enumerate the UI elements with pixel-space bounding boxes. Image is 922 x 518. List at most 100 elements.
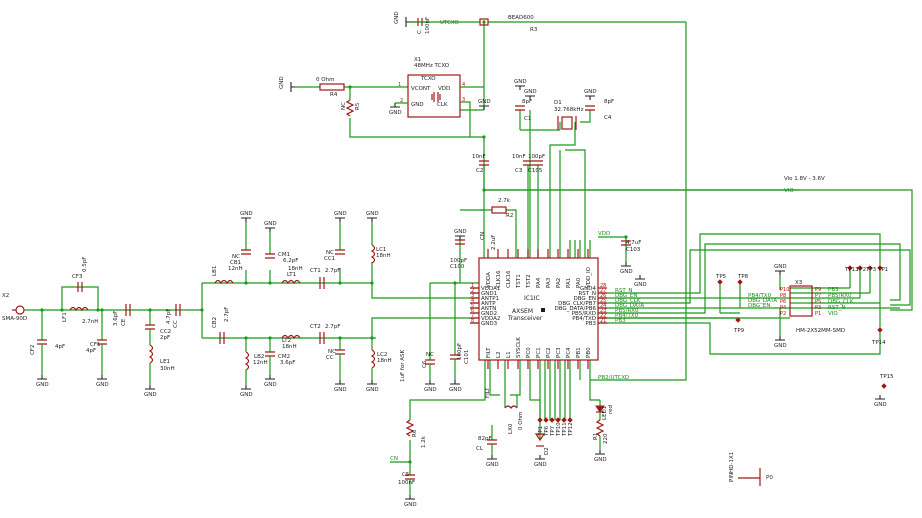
cl-value: 82pF: [478, 436, 492, 442]
net-label: RST_N: [615, 288, 633, 294]
ic-pin-name: CLK16: [496, 270, 502, 288]
ground-label: GND: [449, 387, 462, 393]
ic-pin-name: PB4/TXD: [572, 316, 596, 322]
cf1-ref: CF1: [90, 342, 101, 348]
ce-value: 3.6pF: [113, 311, 119, 326]
test-point-marker: [857, 265, 863, 271]
c6-value: NC: [426, 352, 434, 358]
ct2-value: 2.7pF: [325, 324, 340, 330]
c5-ref: C5: [402, 472, 410, 478]
c105-value: 100pF: [528, 154, 545, 160]
c1-ref: C1: [524, 116, 531, 122]
ground-symbol: GND: [478, 99, 491, 110]
x3-pin-right: P3: [815, 305, 821, 311]
lb2-ref: LB2: [254, 354, 264, 360]
c100-value: 100pF: [450, 258, 467, 264]
ic-pin-name: DBG_EN: [573, 296, 596, 302]
ground-label: GND: [279, 76, 285, 89]
test-point-marker: [877, 327, 883, 333]
ic-pin-name: PC2: [546, 347, 552, 358]
cc-nc-ref: CC: [326, 355, 334, 361]
cn-value: 2.2uF: [491, 235, 497, 250]
cc2-value: 2pF: [160, 335, 170, 341]
x3-pin-left: P2: [780, 311, 786, 317]
ground-symbol: GND: [454, 229, 467, 240]
c3-ref: C3: [515, 168, 523, 174]
ground-label: GND: [478, 99, 491, 105]
cf3-value: 0.5pF: [82, 257, 88, 272]
cb2-ref: CB2: [212, 317, 218, 328]
ground-symbol: GND: [334, 211, 347, 222]
test-point-label: TP13: [844, 267, 859, 273]
ground-label: GND: [366, 387, 379, 393]
c105-ref: C105: [528, 168, 543, 174]
x3-pin-net: DBG_CLK: [828, 299, 854, 305]
ground-symbol: GND: [584, 89, 597, 100]
ic-pin-number: 25: [600, 298, 606, 304]
ic-pin-name: PC1: [536, 347, 542, 358]
ic-pin-name: VDD_IO: [586, 266, 592, 288]
ground-label: GND: [36, 382, 49, 388]
r3-value: BEAD600: [508, 15, 534, 21]
ground-label: GND: [264, 221, 277, 227]
lt2-value: 18nH: [282, 344, 297, 350]
bottom-section: FILT LX0 0 Ohm R6 1.2k C5 100nF CN 82pF …: [390, 387, 773, 495]
d1-value: 32.768kHz: [554, 107, 584, 113]
ask-note: 1uF for ASK: [400, 350, 406, 382]
r4-ref: R4: [330, 92, 338, 98]
ic-pin-name: ANTP1: [481, 296, 499, 302]
lx0-value: 0 Ohm: [518, 412, 524, 430]
ic-pin1-marker: [541, 308, 545, 312]
cn-ref: CN: [480, 232, 486, 240]
cc-value: 4.7pF: [166, 309, 172, 324]
ground-symbol: GND: [389, 103, 402, 116]
p0-value: PINHD-1X1: [729, 452, 735, 482]
vdd-net-label: VDD: [598, 231, 610, 237]
cb1-value: NC: [232, 254, 240, 260]
x3-pin-net: RST_N: [828, 305, 846, 311]
cl-ref: CL: [476, 446, 484, 452]
ground-symbol: GND: [774, 336, 787, 349]
c2-ref: C2: [476, 168, 483, 174]
ground-label: GND: [264, 382, 277, 388]
filt-label: FILT: [485, 387, 491, 398]
p0-ref: P0: [766, 475, 773, 481]
ic-pin-name: VDDA1: [481, 286, 500, 292]
sma-ref: X2: [2, 293, 9, 299]
lt1-value: 18nH: [288, 266, 303, 272]
ic-pin-number: 8: [471, 318, 474, 324]
ic-subtitle-2: Transceiver: [507, 315, 543, 322]
ground-symbol: GND: [874, 395, 887, 408]
ground-label: GND: [874, 402, 887, 408]
lb1-value: 12nH: [228, 266, 243, 272]
c3-value: 10nF: [512, 154, 526, 160]
x3-pin-right: P9: [815, 287, 821, 293]
net-label: DBG_CLK: [615, 298, 641, 304]
test-point-marker: [735, 317, 741, 323]
ic-pin-name: PA0: [576, 277, 582, 288]
tcxo-title: TCXO: [420, 76, 436, 82]
ground-symbol: GND: [394, 11, 410, 27]
le1-value: 30nH: [160, 366, 175, 372]
net-label: PB5/RX0: [615, 308, 639, 314]
cm2-value: 3.6pF: [280, 360, 295, 366]
lx0-ref: LX0: [508, 423, 514, 434]
ground-label: GND: [584, 89, 597, 95]
c5-value: 100nF: [398, 480, 415, 486]
cf1-value: 4pF: [86, 348, 96, 354]
ground-symbol: GND: [264, 221, 277, 232]
test-point-label: TP2: [855, 267, 866, 273]
ground-symbol: GND: [514, 79, 527, 90]
c1-value: 8pF: [522, 99, 532, 105]
ic-pin-number: 28: [600, 283, 606, 289]
cf3-ref: CF3: [72, 274, 83, 280]
test-point-marker: [847, 265, 853, 271]
net-label: PB4/TX0: [748, 293, 772, 299]
tcxo-vdd: VDD: [438, 86, 450, 92]
test-point-marker: [549, 417, 555, 423]
test-point-marker: [537, 417, 543, 423]
